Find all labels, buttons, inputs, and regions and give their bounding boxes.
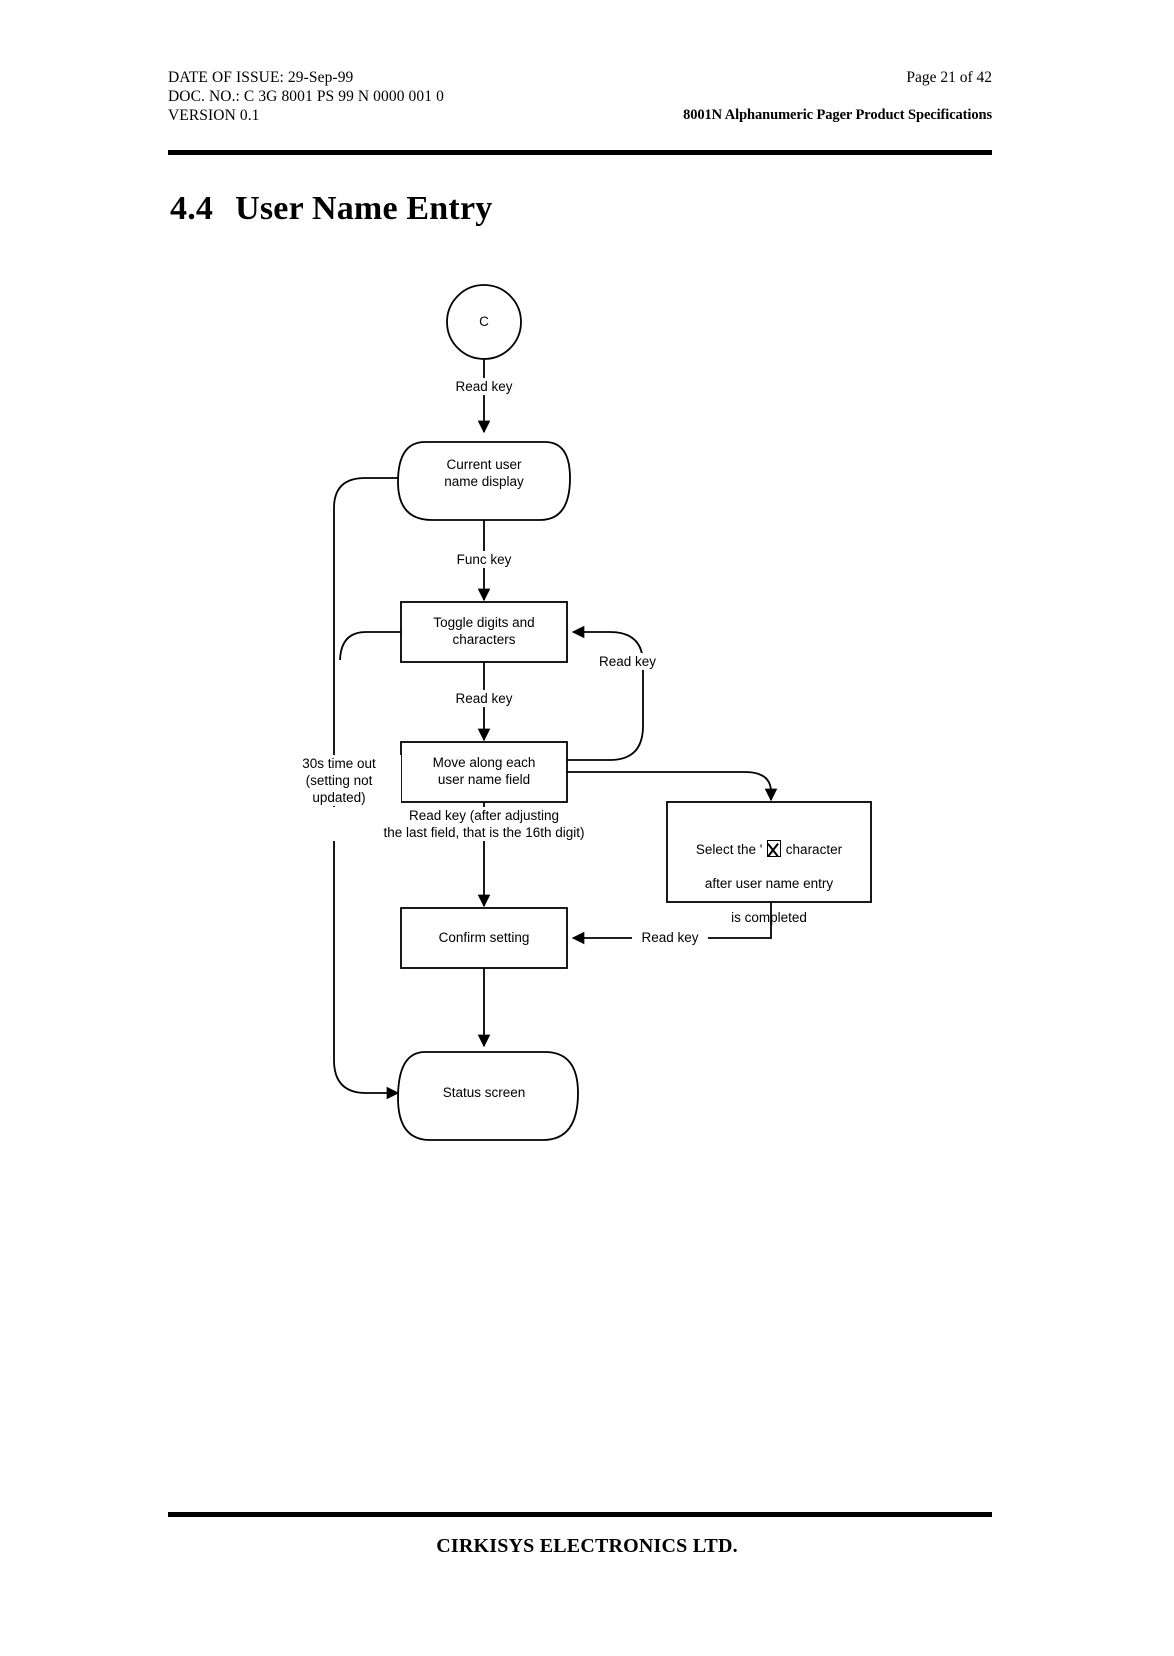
special-character-glyph-icon	[767, 840, 782, 857]
version: VERSION 0.1	[168, 107, 260, 124]
edge-label-move-to-confirm: Read key (after adjusting the last field…	[330, 807, 638, 841]
section-number: 4.4	[170, 190, 214, 227]
page-number: Page 21 of 42	[906, 69, 992, 86]
date-of-issue: DATE OF ISSUE: 29-Sep-99	[168, 69, 354, 86]
edge-label-select-to-confirm: Read key	[632, 929, 708, 946]
node-confirm-setting-label: Confirm setting	[438, 930, 530, 945]
edge-label-timeout: 30s time out (setting not updated)	[277, 755, 401, 806]
node-start-label: C	[479, 314, 489, 329]
node-toggle-digits-label: Toggle digits and characters	[433, 615, 535, 647]
node-select-character-label: Select the ' character after user name e…	[669, 823, 869, 926]
page-title: 4.4 User Name Entry	[170, 190, 492, 228]
document-number: DOC. NO.: C 3G 8001 PS 99 N 0000 001 0	[168, 88, 444, 105]
edge-label-move-back-to-toggle: Read key	[599, 653, 675, 670]
select-character-line2: after user name entry	[704, 876, 834, 891]
edge-label-start-to-display: Read key	[434, 378, 534, 395]
edge-move-back-to-toggle	[567, 625, 644, 761]
node-select-character-shape	[666, 801, 872, 903]
node-current-user-name-display-shape	[397, 441, 571, 521]
document-title: 8001N Alphanumeric Pager Product Specifi…	[683, 107, 992, 123]
footer-company: CIRKISYS ELECTRONICS LTD.	[436, 1535, 738, 1557]
node-status-screen-label: Status screen	[442, 1085, 526, 1100]
select-character-suffix: character	[782, 842, 843, 857]
section-title-text: User Name Entry	[235, 190, 493, 227]
edge-toggle-left-stub	[339, 631, 401, 661]
edge-label-display-to-toggle: Func key	[434, 551, 534, 568]
page-header: DATE OF ISSUE: 29-Sep-99 DOC. NO.: C 3G …	[168, 68, 992, 130]
node-status-screen-shape	[397, 1051, 579, 1141]
header-rule	[168, 150, 992, 155]
header-left-block: DATE OF ISSUE: 29-Sep-99 DOC. NO.: C 3G …	[168, 68, 444, 125]
edge-move-to-select	[567, 771, 778, 802]
select-character-prefix: Select the '	[695, 842, 767, 857]
node-move-along-label: Move along each user name field	[432, 755, 536, 787]
edge-label-toggle-to-move: Read key	[434, 690, 534, 707]
node-current-user-name-display-label: Current user name display	[444, 457, 524, 489]
select-character-line3: is completed	[731, 910, 807, 925]
footer-rule	[168, 1512, 992, 1517]
